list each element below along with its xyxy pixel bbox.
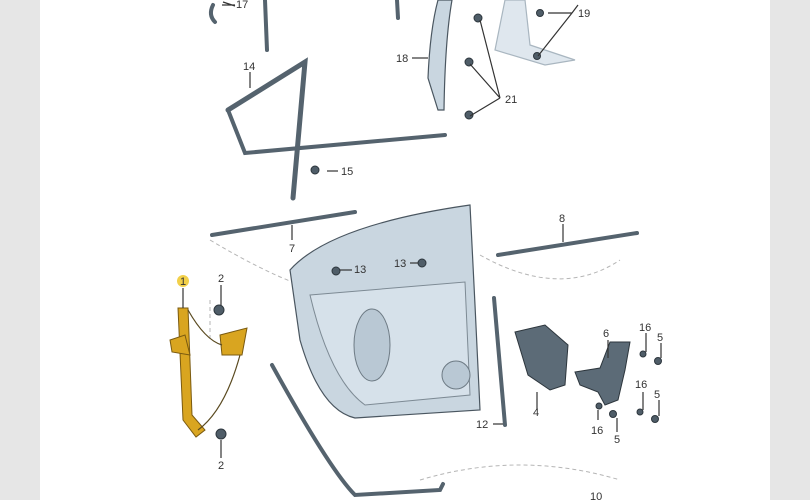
- callout-8: 8: [559, 213, 565, 225]
- part-8-strip: [496, 231, 639, 257]
- screw-15: [310, 165, 320, 175]
- nut-13: [417, 258, 427, 268]
- screw-group-21: [464, 9, 544, 120]
- nut-2: [213, 304, 225, 316]
- guide-line: [479, 254, 621, 280]
- highlight-marker: [177, 275, 189, 287]
- diagram-svg: 17 19 18 14 21 15 8 7 13 13 1 2 2 6 16 5…: [169, 0, 663, 500]
- fasteners-5-16: [595, 350, 662, 423]
- callout-13: 13: [394, 258, 406, 270]
- callout-16: 16: [591, 425, 603, 437]
- callout-4: 4: [533, 407, 539, 419]
- leader-lines: [182, 1, 662, 458]
- callout-18: 18: [396, 53, 408, 65]
- callout-17: 17: [236, 0, 248, 11]
- part-17: [208, 3, 217, 24]
- part-18-pillar-trim: [427, 0, 453, 111]
- strip-top: [395, 0, 400, 20]
- callout-5: 5: [657, 332, 663, 344]
- guide-line: [419, 464, 621, 481]
- parts-diagram: 17 19 18 14 21 15 8 7 13 13 1 2 2 6 16 5…: [40, 0, 770, 500]
- part-4-window-motor: [514, 324, 569, 391]
- nut-13: [331, 266, 341, 276]
- callout-14: 14: [243, 61, 255, 73]
- callout-2: 2: [218, 460, 224, 472]
- callout-10: 10: [590, 491, 602, 500]
- callout-5: 5: [614, 434, 620, 446]
- part-14-quarter-glass-seal: [225, 57, 308, 201]
- regulator-motor-mount: [219, 327, 248, 356]
- callout-5: 5: [654, 389, 660, 401]
- door-opening: [353, 308, 391, 382]
- callout-16: 16: [639, 322, 651, 334]
- callout-13: 13: [354, 264, 366, 276]
- callout-1: 1: [180, 276, 186, 288]
- part-12-strip: [492, 296, 507, 427]
- part-7-strip: [210, 210, 357, 237]
- speaker-opening: [441, 360, 471, 390]
- regulator-bracket: [169, 334, 191, 356]
- nut-2: [215, 428, 227, 440]
- door-seal: [270, 363, 445, 498]
- callout-7: 7: [289, 243, 295, 255]
- window-channel: [226, 108, 447, 156]
- callout-12: 12: [476, 419, 488, 431]
- door-frame-section: [494, 0, 576, 66]
- callout-6: 6: [603, 328, 609, 340]
- callout-15: 15: [341, 166, 353, 178]
- callout-16: 16: [635, 379, 647, 391]
- callout-21: 21: [505, 94, 517, 106]
- part-6-control-unit: [574, 341, 631, 406]
- part-1-window-regulator: [177, 307, 206, 438]
- callout-2: 2: [218, 273, 224, 285]
- vertical-strip: [263, 0, 269, 52]
- regulator-cable: [187, 309, 241, 431]
- callout-19: 19: [578, 8, 590, 20]
